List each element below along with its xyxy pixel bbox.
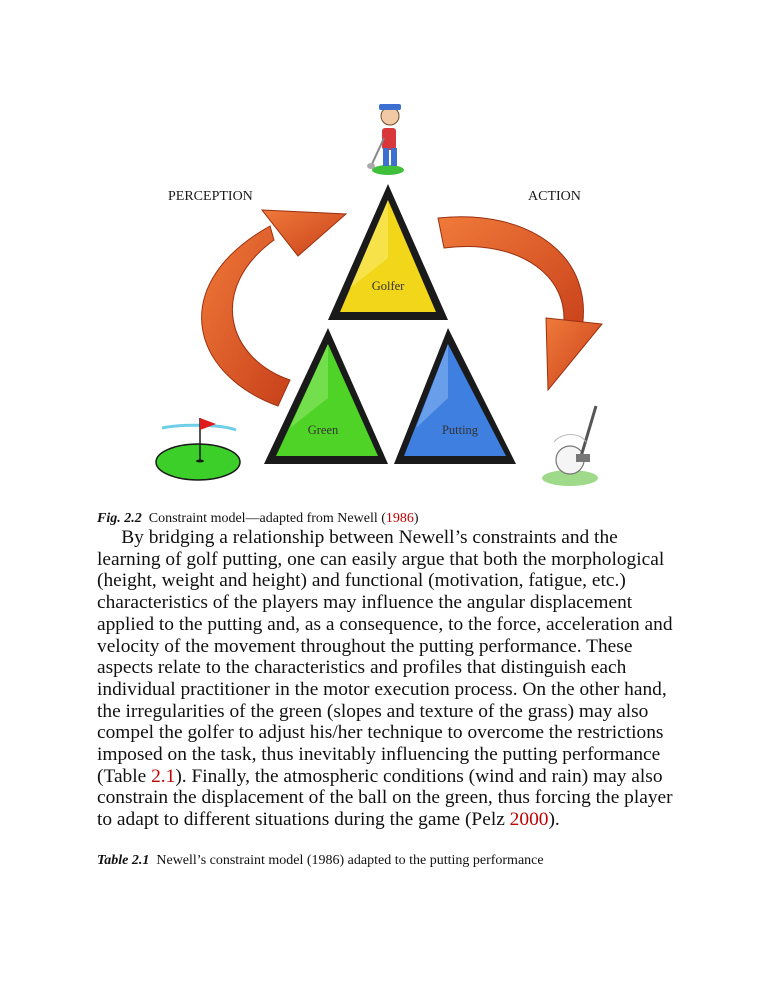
figure-caption: Fig. 2.2 Constraint model—adapted from N… [97, 510, 419, 528]
putting-triangle [394, 328, 516, 464]
golfer-cartoon-icon [367, 104, 404, 175]
figure-caption-text: Constraint model—adapted from Newell ( [148, 511, 386, 526]
body-paragraph: By bridging a relationship between Newel… [97, 527, 677, 831]
green-triangle [264, 328, 388, 464]
body-text-part-3: ). [548, 809, 560, 831]
constraint-model-figure: PERCEPTION ACTION Golfer Gre [150, 88, 620, 498]
pelz-reference-link[interactable]: 2000 [509, 809, 549, 831]
club-and-ball-icon [542, 405, 598, 486]
table-caption-text: Newell’s constraint model (1986) adapted… [156, 853, 544, 868]
body-text-part-1: By bridging a relationship between Newel… [97, 527, 673, 787]
putting-label: Putting [442, 423, 479, 437]
perception-arrow [201, 209, 348, 407]
figure-number: Fig. 2.2 [97, 511, 142, 526]
perception-label: PERCEPTION [168, 189, 253, 204]
action-label: ACTION [528, 189, 581, 204]
body-text-part-2: ). Finally, the atmospheric conditions (… [97, 765, 673, 831]
newell-reference-link[interactable]: 1986 [385, 511, 414, 526]
golfer-triangle [328, 184, 448, 320]
putting-green-flag-icon [155, 418, 241, 481]
table-number: Table 2.1 [97, 853, 150, 868]
table-reference-link[interactable]: 2.1 [151, 765, 176, 787]
table-caption: Table 2.1 Newell’s constraint model (198… [97, 852, 544, 870]
golfer-label: Golfer [372, 279, 405, 293]
green-label: Green [308, 423, 339, 437]
figure-caption-close: ) [413, 511, 419, 526]
action-arrow [437, 216, 603, 392]
